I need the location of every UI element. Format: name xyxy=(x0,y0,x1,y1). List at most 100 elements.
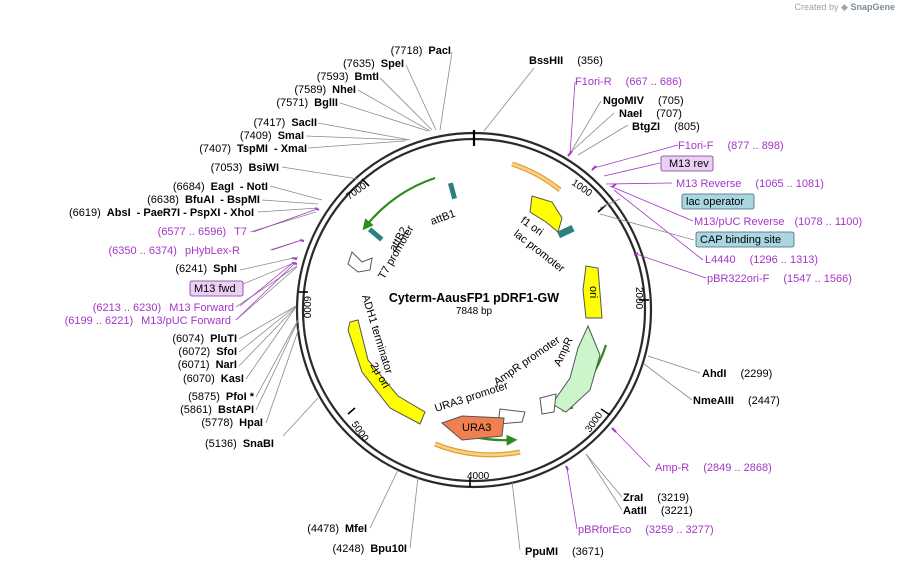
pfoi-name: PfoI * xyxy=(226,391,255,403)
lac-operator-box xyxy=(681,193,755,210)
svg-text:(7407)TspMI- XmaI: (7407)TspMI- XmaI xyxy=(199,143,307,155)
svg-text:(5875)PfoI *: (5875)PfoI * xyxy=(188,391,255,403)
svg-text:NaeI(707): NaeI(707) xyxy=(619,108,682,120)
phyblex-r-name: pHybLex-R xyxy=(185,245,240,257)
pbr322ori-f-name: pBR322ori-F xyxy=(707,273,770,285)
svg-text:(6684)EagI- NotI: (6684) EagI - NotI xyxy=(173,181,268,193)
svg-text:(6199 .. 6221)M13/pUC Forward: (6199 .. 6221) M13/pUC Forward xyxy=(65,315,231,327)
ngomiv-pos: (705) xyxy=(658,95,684,107)
noti-name: - NotI xyxy=(240,181,268,193)
m13-fwd-label: M13 fwd xyxy=(194,283,236,295)
t7-promoter-arrow xyxy=(347,251,373,273)
nari-pos: (6071) xyxy=(178,359,210,371)
ahdi-name: AhdI xyxy=(702,368,726,380)
m13-rev-box xyxy=(660,155,714,172)
svg-text:(7635)SpeI: (7635)SpeI xyxy=(343,58,404,70)
m13-forward-name: M13 Forward xyxy=(169,302,234,314)
bsshii-pos: (356) xyxy=(577,55,603,67)
spei-name: SpeI xyxy=(381,58,404,70)
svg-text:L4440(1296 .. 1313): L4440(1296 .. 1313) xyxy=(705,254,818,266)
svg-text:M13/pUC Reverse(1078 .. 1100): M13/pUC Reverse(1078 .. 1100) xyxy=(694,216,862,228)
naei-pos: (707) xyxy=(656,108,682,120)
ura3-label: URA3 xyxy=(462,422,491,434)
smai-pos: (7409) xyxy=(240,130,272,142)
btgzi-name: BtgZI xyxy=(632,121,660,133)
bmti-name: BmtI xyxy=(355,71,379,83)
m13-forward-range: (6213 .. 6230) xyxy=(93,302,162,314)
svg-text:PpuMI(3671): PpuMI(3671) xyxy=(525,546,604,558)
svg-text:pBRforEco(3259 .. 3277): pBRforEco(3259 .. 3277) xyxy=(578,524,714,536)
snapgene-logo-icon: ◆ xyxy=(841,2,848,12)
svg-text:(5136)SnaBI: (5136)SnaBI xyxy=(205,438,274,450)
svg-text:(4478)MfeI: (4478)MfeI xyxy=(307,523,367,535)
svg-text:NgoMIV(705): NgoMIV(705) xyxy=(603,95,684,107)
plasmid-length: 7848 bp xyxy=(456,306,493,317)
bmti-pos: (7593) xyxy=(317,71,349,83)
t7-range: (6577 .. 6596) xyxy=(158,226,227,238)
tick-5000: 5000 xyxy=(349,419,371,444)
svg-text:(6070)KasI: (6070) KasI xyxy=(183,373,244,385)
kasi-name: KasI xyxy=(221,373,244,385)
m13puc-forward-name: M13/pUC Forward xyxy=(141,315,231,327)
svg-text:(6638)BfuAI- BspMI: (6638)BfuAI- BspMI xyxy=(147,194,260,206)
svg-text:NmeAIII(2447): NmeAIII(2447) xyxy=(693,395,780,407)
bstapi-pos: (5861) xyxy=(180,404,212,416)
primer-leader-lines xyxy=(235,81,707,530)
absi-name: AbsI xyxy=(107,207,131,219)
mfei-name: MfeI xyxy=(345,523,367,535)
tspmi-pos: (7407) xyxy=(199,143,231,155)
svg-text:BtgZI(805): BtgZI(805) xyxy=(632,121,700,133)
svg-text:F1ori-F(877 .. 898): F1ori-F(877 .. 898) xyxy=(678,140,784,152)
hpai-pos: (5778) xyxy=(201,417,233,429)
brand-prefix: Created by xyxy=(794,2,839,12)
pluti-name: PluTI xyxy=(210,333,237,345)
svg-text:(6072)SfoI: (6072)SfoI xyxy=(178,346,237,358)
tick-7000: 7000 xyxy=(344,180,369,202)
xmai-name: - XmaI xyxy=(274,143,307,155)
ampr-promoter-arrow xyxy=(539,393,557,415)
bpu10i-name: Bpu10I xyxy=(370,543,407,555)
ppumi-name: PpuMI xyxy=(525,546,558,558)
bfuai-pos: (6638) xyxy=(147,194,179,206)
eagi-pos: (6684) xyxy=(173,181,205,193)
bspmi-name: - BspMI xyxy=(220,194,260,206)
nari-name: NarI xyxy=(216,359,237,371)
absi-pos: (6619) xyxy=(69,207,101,219)
absi-group: - PaeR7I - PspXI - XhoI xyxy=(137,207,254,219)
ampr-arrow xyxy=(551,324,601,413)
pluti-pos: (6074) xyxy=(172,333,204,345)
bpu10i-pos: (4248) xyxy=(333,543,365,555)
f1ori-r-range: (667 .. 686) xyxy=(626,76,682,88)
svg-text:(5861)BstAPI: (5861)BstAPI xyxy=(180,404,254,416)
snabi-pos: (5136) xyxy=(205,438,237,450)
paci-pos: (7718) xyxy=(391,45,423,57)
svg-text:(6071)NarI: (6071) NarI xyxy=(178,359,237,371)
hpai-name: HpaI xyxy=(239,417,263,429)
primer-labels: F1ori-R(667 .. 686) F1ori-F(877 .. 898) … xyxy=(65,76,863,536)
enzyme-labels-left: (7718)PacI (7635)SpeI (7593)BmtI (7589)N… xyxy=(69,45,451,555)
svg-text:(6074)PluTI: (6074) PluTI xyxy=(172,333,237,345)
phyblex-r-range: (6350 .. 6374) xyxy=(108,245,177,257)
eagi-name: EagI xyxy=(211,181,234,193)
sacii-name: SacII xyxy=(291,117,317,129)
svg-text:(7417)SacII: (7417)SacII xyxy=(254,117,317,129)
nmeaiii-pos: (2447) xyxy=(748,395,780,407)
cap-site-label: CAP binding site xyxy=(700,234,781,246)
zrai-pos: (3219) xyxy=(657,492,689,504)
svg-text:F1ori-R(667 .. 686): F1ori-R(667 .. 686) xyxy=(575,76,682,88)
bsiwi-name: BsiWI xyxy=(248,162,279,174)
lac-operator-mark xyxy=(557,224,575,239)
svg-text:(6350 .. 6374)pHybLex-R: (6350 .. 6374) pHybLex-R xyxy=(108,245,240,257)
ura3-promoter-label: URA3 promoter xyxy=(433,380,510,415)
nhei-pos: (7589) xyxy=(294,84,326,96)
m13puc-forward-range: (6199 .. 6221) xyxy=(65,315,134,327)
svg-text:(7571)BglII: (7571)BglII xyxy=(276,97,338,109)
m13-reverse-name: M13 Reverse xyxy=(676,178,741,190)
zrai-name: ZraI xyxy=(623,492,643,504)
tick-2000: 2000 xyxy=(633,287,644,310)
sfoi-pos: (6072) xyxy=(178,346,210,358)
pbrforeco-range: (3259 .. 3277) xyxy=(645,524,714,536)
svg-text:ZraI(3219): ZraI (3219) xyxy=(623,492,689,504)
ori-label: ori xyxy=(587,286,599,298)
kasi-pos: (6070) xyxy=(183,373,215,385)
